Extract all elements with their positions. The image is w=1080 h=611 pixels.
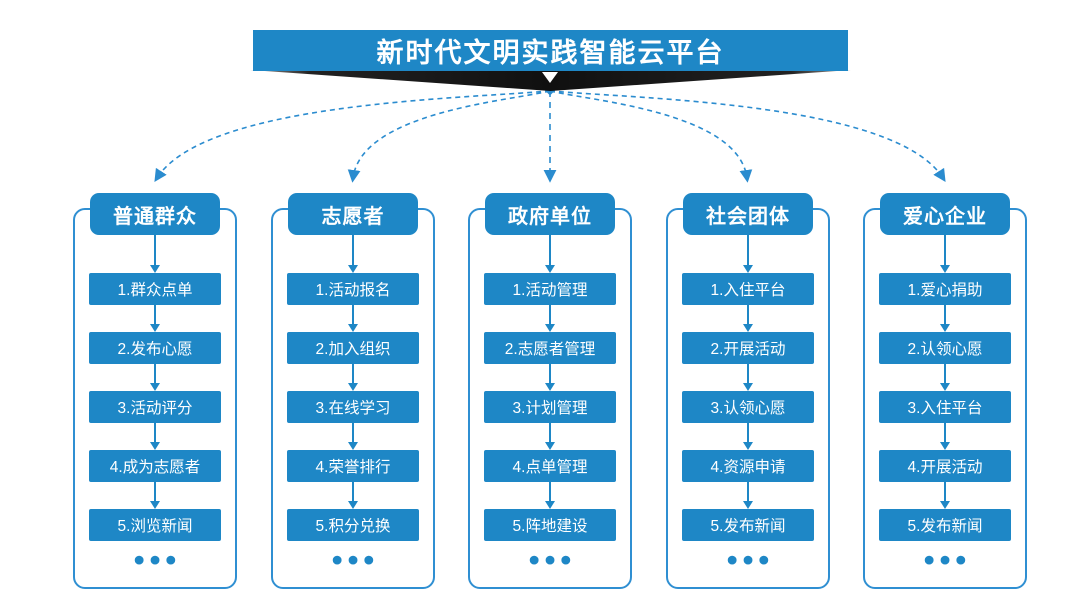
down-arrow-icon	[150, 423, 160, 450]
column-header-social-groups: 社会团体	[683, 193, 813, 235]
down-arrow-icon	[545, 305, 555, 332]
connector-line	[347, 90, 551, 183]
flow-step: 2.加入组织	[287, 332, 419, 364]
down-arrow-icon	[545, 423, 555, 450]
ellipsis-icon: •••	[923, 542, 972, 577]
down-arrow-icon	[348, 305, 358, 332]
column-header-caring-enterprises: 爱心企业	[880, 193, 1010, 235]
flow-step: 4.资源申请	[682, 450, 814, 482]
down-arrow-icon	[743, 235, 753, 273]
down-arrow-icon	[940, 305, 950, 332]
flow-step: 1.活动报名	[287, 273, 419, 305]
flow-step: 5.发布新闻	[682, 509, 814, 541]
flow-step: 2.开展活动	[682, 332, 814, 364]
flow-step: 2.认领心愿	[879, 332, 1011, 364]
column-general-public: 普通群众 1.群众点单 2.发布心愿 3.活动评分 4.成为志愿者 5.浏览新闻…	[72, 193, 238, 589]
down-arrow-icon	[743, 482, 753, 509]
flow-step: 1.活动管理	[484, 273, 616, 305]
down-arrow-icon	[743, 423, 753, 450]
down-arrow-icon	[545, 482, 555, 509]
flow-step: 2.发布心愿	[89, 332, 221, 364]
connector-line	[549, 90, 753, 183]
flow-step: 3.入住平台	[879, 391, 1011, 423]
flow-step: 5.阵地建设	[484, 509, 616, 541]
down-arrow-icon	[940, 235, 950, 273]
ellipsis-icon: •••	[331, 542, 380, 577]
connector-line	[549, 90, 946, 183]
down-arrow-icon	[940, 364, 950, 391]
column-header-government-units: 政府单位	[485, 193, 615, 235]
platform-title-banner: 新时代文明实践智能云平台	[253, 30, 848, 71]
connector-line	[154, 90, 551, 183]
flow-step: 5.浏览新闻	[89, 509, 221, 541]
flow-step: 3.计划管理	[484, 391, 616, 423]
ellipsis-icon: •••	[133, 542, 182, 577]
down-arrow-icon	[743, 364, 753, 391]
column-header-volunteers: 志愿者	[288, 193, 418, 235]
down-arrow-icon	[150, 305, 160, 332]
down-arrow-icon	[940, 482, 950, 509]
flow-step: 5.发布新闻	[879, 509, 1011, 541]
down-arrow-icon	[545, 364, 555, 391]
flow-step: 4.成为志愿者	[89, 450, 221, 482]
down-arrow-icon	[150, 364, 160, 391]
down-arrow-icon	[940, 423, 950, 450]
flow-step: 3.在线学习	[287, 391, 419, 423]
down-arrow-icon	[348, 235, 358, 273]
column-volunteers: 志愿者 1.活动报名 2.加入组织 3.在线学习 4.荣誉排行 5.积分兑换 •…	[270, 193, 436, 589]
flow-step: 3.认领心愿	[682, 391, 814, 423]
down-arrow-icon	[348, 423, 358, 450]
down-arrow-icon	[545, 235, 555, 273]
down-arrow-icon	[348, 482, 358, 509]
flow-step: 2.志愿者管理	[484, 332, 616, 364]
flow-step: 1.入住平台	[682, 273, 814, 305]
column-header-general-public: 普通群众	[90, 193, 220, 235]
down-arrow-icon	[542, 72, 558, 83]
down-arrow-icon	[150, 235, 160, 273]
ellipsis-icon: •••	[528, 542, 577, 577]
down-arrow-icon	[743, 305, 753, 332]
column-social-groups: 社会团体 1.入住平台 2.开展活动 3.认领心愿 4.资源申请 5.发布新闻 …	[665, 193, 831, 589]
down-arrow-icon	[348, 364, 358, 391]
flow-step: 4.开展活动	[879, 450, 1011, 482]
column-caring-enterprises: 爱心企业 1.爱心捐助 2.认领心愿 3.入住平台 4.开展活动 5.发布新闻 …	[862, 193, 1028, 589]
flow-step: 4.荣誉排行	[287, 450, 419, 482]
flow-step: 1.爱心捐助	[879, 273, 1011, 305]
flow-step: 5.积分兑换	[287, 509, 419, 541]
down-arrow-icon	[150, 482, 160, 509]
column-government-units: 政府单位 1.活动管理 2.志愿者管理 3.计划管理 4.点单管理 5.阵地建设…	[467, 193, 633, 589]
flow-step: 4.点单管理	[484, 450, 616, 482]
flow-step: 1.群众点单	[89, 273, 221, 305]
ellipsis-icon: •••	[726, 542, 775, 577]
flow-step: 3.活动评分	[89, 391, 221, 423]
